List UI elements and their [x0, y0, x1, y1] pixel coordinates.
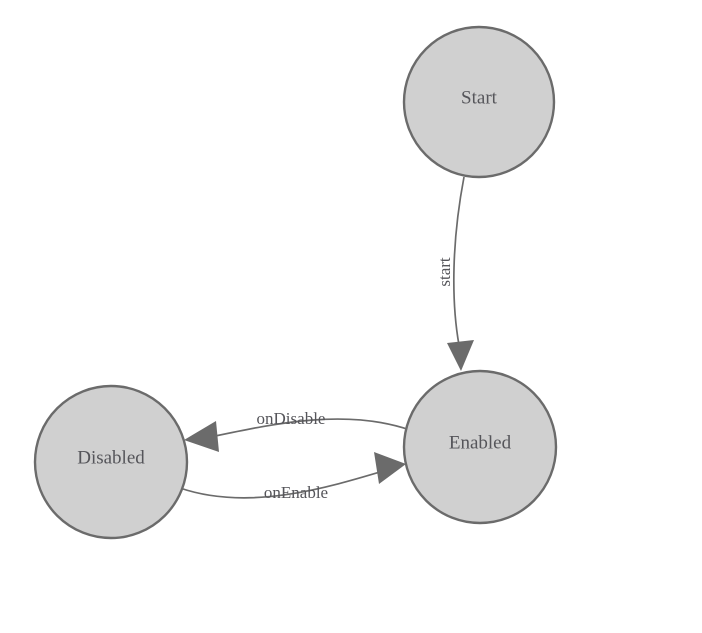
edge-enabled-to-disabled[interactable]: onDisable [184, 409, 411, 452]
edge-disabled-to-enabled[interactable]: onEnable [179, 452, 406, 502]
edge-label-ondisable: onDisable [257, 409, 326, 428]
edge-disabled-to-enabled-path [179, 468, 391, 499]
state-node-enabled-label: Enabled [449, 432, 512, 453]
edge-enabled-to-disabled-path [195, 418, 411, 441]
state-node-enabled-circle [402, 369, 558, 525]
state-node-start[interactable]: Start [402, 25, 556, 179]
edge-label-start: start [435, 257, 454, 287]
edge-start-to-enabled[interactable]: start [435, 176, 474, 371]
state-node-start-label: Start [461, 87, 498, 108]
arrowhead-into-disabled [184, 421, 219, 452]
edge-label-onenable: onEnable [264, 483, 328, 502]
state-node-enabled[interactable]: Enabled [402, 369, 558, 525]
state-node-disabled[interactable]: Disabled [33, 384, 189, 540]
arrowhead-into-enabled-top [447, 340, 474, 371]
state-node-disabled-label: Disabled [77, 447, 145, 468]
arrowhead-into-enabled-left [374, 452, 406, 484]
state-node-disabled-circle [33, 384, 189, 540]
state-node-start-circle [402, 25, 556, 179]
edge-start-to-enabled-path [452, 176, 465, 346]
